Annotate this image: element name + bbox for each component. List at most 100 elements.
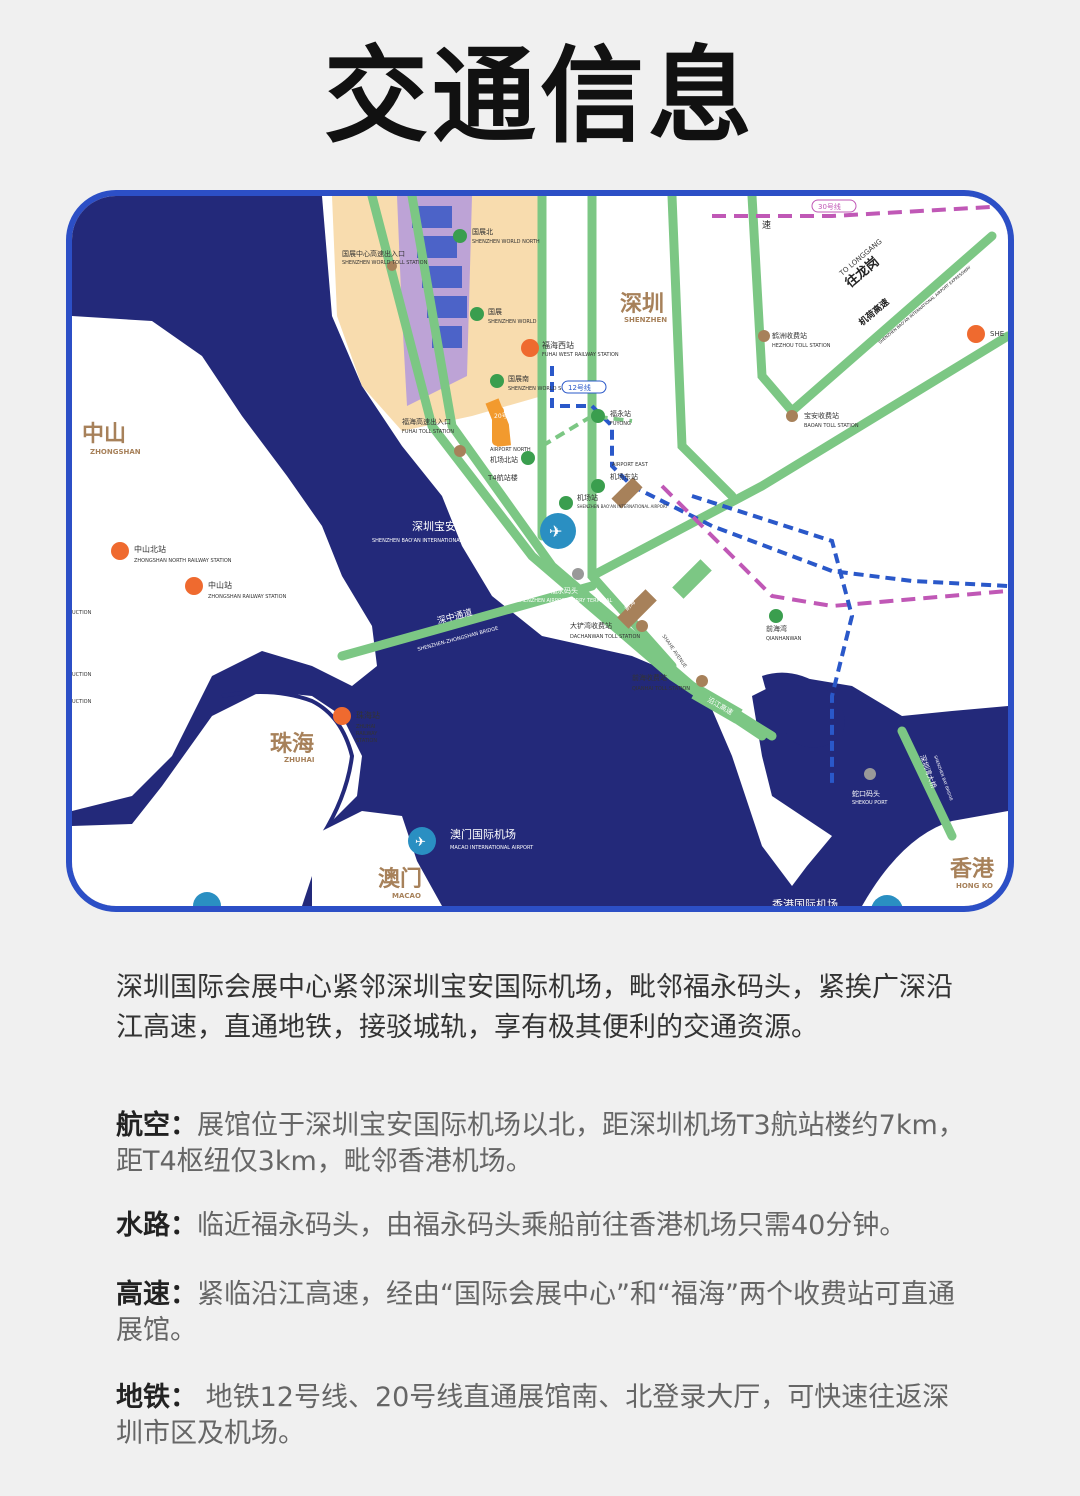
pier-icons xyxy=(572,568,876,780)
label-partial1: UCTION xyxy=(72,610,92,616)
label-macao-airport-en: MACAO INTERNATIONAL AIRPORT xyxy=(450,845,534,851)
label-airport-north-en: AIRPORT NORTH xyxy=(490,447,531,453)
label-line20: 20号线 xyxy=(494,412,514,420)
toll-icon xyxy=(696,675,708,687)
info-metro-label: 地铁： xyxy=(116,1382,197,1413)
region-shenzhen-en: SHENZHEN xyxy=(624,316,667,324)
label-airport-east-cn: 机场东站 xyxy=(610,472,638,481)
label-airport-east-en: AIRPORT EAST xyxy=(612,462,649,468)
info-expressway: 高速：紧临沿江高速，经由“国际会展中心”和“福海”两个收费站可直通展馆。 xyxy=(116,1277,976,1349)
label-qianhaiwan-en: QIANHANWAN xyxy=(766,636,802,642)
line12-badge xyxy=(561,380,607,394)
zhuhai-land xyxy=(72,691,362,906)
railway-station-icons xyxy=(111,325,985,725)
label-guozhannan-cn: 国展南 xyxy=(508,374,529,383)
label-partial2: UCTION xyxy=(72,672,92,678)
label-zhuhai-station-en3: STATION xyxy=(356,738,377,744)
label-zhuhai-station-en1: ZHUHAI xyxy=(356,724,376,730)
info-aviation: 航空：展馆位于深圳宝安国际机场以北，距深圳机场T3航站楼约7km，距T4枢纽仅3… xyxy=(116,1108,976,1180)
page-title: 交通信息 xyxy=(323,35,756,157)
zhongshan-land xyxy=(72,316,377,811)
region-macao-cn: 澳门 xyxy=(378,866,422,892)
train-icon xyxy=(521,339,539,357)
label-fuyong-pier-en: SHENZHEN AIRPORT FERRY TERMINAL xyxy=(517,598,613,604)
macao-airport-marker: ✈ xyxy=(408,827,436,855)
train-icon xyxy=(333,707,351,725)
info-metro: 地铁： 地铁12号线、20号线直通展馆南、北登录大厅，可快速往返深圳市区及机场。 xyxy=(116,1380,976,1452)
label-guozhan-cn: 国展 xyxy=(488,308,502,316)
label-hezhou-cn: 鹤洲收费站 xyxy=(772,331,807,340)
label-baoan-toll-en: BAOAN TOLL STATION xyxy=(804,423,859,429)
region-zhongshan-en: ZHONGSHAN xyxy=(90,448,141,456)
label-qianhai-toll-en: QIANHAI TOLL STATION xyxy=(632,686,690,692)
label-baoan-toll-cn: 宝安收费站 xyxy=(804,411,839,420)
info-metro-text: 地铁12号线、20号线直通展馆南、北登录大厅，可快速往返深圳市区及机场。 xyxy=(116,1382,950,1449)
label-fuyong-en: FUYONG xyxy=(610,421,631,427)
metro-icon xyxy=(490,374,504,388)
anchor-icon xyxy=(572,568,584,580)
metro-icon xyxy=(769,609,783,623)
region-zhongshan-cn: 中山 xyxy=(82,422,126,447)
zhuhai-airport-marker xyxy=(193,892,221,906)
toll-icon xyxy=(786,410,798,422)
label-zhongshan-station-cn: 中山站 xyxy=(208,580,232,590)
metro-station-icons xyxy=(453,229,783,623)
label-jichang-cn: 机场站 xyxy=(577,493,598,502)
transport-map: 中山 ZHONGSHAN 珠海 ZHUHAI 澳门 MACAO 深圳 SHENZ… xyxy=(66,190,1014,912)
label-airport-main-cn: 深圳宝安国际机场 xyxy=(412,519,500,533)
region-hongkong-en: HONG KO xyxy=(956,882,993,890)
label-fuhaixi-cn: 福海西站 xyxy=(542,340,574,350)
label-jichang-en: SHENZHEN BAO'AN INTERNATIONAL AIRPORT xyxy=(577,504,668,509)
label-fuhai-entry-en: FUHAI TOLL STATION xyxy=(402,429,454,435)
shenzhen-airport-marker: ✈ xyxy=(540,513,576,549)
label-qianhai-toll-cn: 前海收费站 xyxy=(632,673,667,682)
metro-icon xyxy=(591,409,605,423)
hongkong-land xyxy=(862,811,1008,906)
train-icon xyxy=(111,542,129,560)
label-zhuhai-station-en2: RAILWAY xyxy=(356,731,378,737)
info-waterway-text: 临近福永码头，由福永码头乘船前往香港机场只需40分钟。 xyxy=(197,1210,907,1241)
metro-icon xyxy=(521,451,535,465)
label-guozhan-en: SHENZHEN WORLD xyxy=(488,319,537,325)
label-world-entry-cn: 国展中心高速出入口 xyxy=(342,249,405,258)
label-macao-airport-cn: 澳门国际机场 xyxy=(450,827,516,841)
label-line12: 12号线 xyxy=(568,383,591,392)
label-partial3: UCTION xyxy=(72,699,92,705)
info-expressway-text: 紧临沿江高速，经由“国际会展中心”和“福海”两个收费站可直通展馆。 xyxy=(116,1279,955,1346)
metro-icon xyxy=(591,479,605,493)
label-shekou-cn: 蛇口码头 xyxy=(852,789,880,798)
line30-badge xyxy=(811,199,857,213)
region-zhuhai-cn: 珠海 xyxy=(270,731,314,757)
label-world-entry-en: SHENZHEN WORLD TOLL STATION xyxy=(342,260,428,266)
region-macao-en: MACAO xyxy=(392,892,421,900)
label-zhongshan-north-cn: 中山北站 xyxy=(134,544,166,554)
label-hk-airport-cn: 香港国际机场 xyxy=(772,897,838,906)
toll-icon xyxy=(758,330,770,342)
label-sh-right: SHE xyxy=(990,330,1004,338)
region-hongkong-cn: 香港 xyxy=(950,857,995,882)
train-icon xyxy=(185,577,203,595)
label-dachanwan-en: DACHANWAN TOLL STATION xyxy=(570,634,640,640)
toll-icon xyxy=(454,445,466,457)
label-fuhai-entry-cn: 福海高速出入口 xyxy=(402,417,451,426)
info-aviation-label: 航空： xyxy=(116,1110,197,1141)
label-fuyong-cn: 福永站 xyxy=(610,409,631,418)
region-zhuhai-en: ZHUHAI xyxy=(284,756,315,764)
region-shenzhen-cn: 深圳 xyxy=(620,292,664,317)
line20-badge xyxy=(492,406,504,446)
metro-icon xyxy=(453,229,467,243)
label-qianhaiwan-cn: 前海湾 xyxy=(766,624,787,633)
info-waterway-label: 水路： xyxy=(116,1210,197,1241)
label-t4: T4航站楼 xyxy=(487,473,518,482)
label-zhongshan-north-en: ZHONGSHAN NORTH RAILWAY STATION xyxy=(134,558,232,564)
label-guozhanbei-en: SHENZHEN WORLD NORTH xyxy=(472,239,540,245)
label-dachanwan-cn: 大铲湾收费站 xyxy=(570,621,612,630)
toll-icon xyxy=(387,261,397,271)
label-hezhou-en: HEZHOU TOLL STATION xyxy=(772,343,831,349)
toll-icon xyxy=(636,620,648,632)
toll-station-icons xyxy=(387,261,798,687)
label-zhuhai-station-cn: 珠海站 xyxy=(356,710,380,720)
label-zhuhai-airport-cn: 珠海金湾机场 xyxy=(228,897,294,906)
label-guozhanbei-cn: 国展北 xyxy=(472,228,493,236)
label-shekou-en: SHEKOU PORT xyxy=(852,800,888,806)
